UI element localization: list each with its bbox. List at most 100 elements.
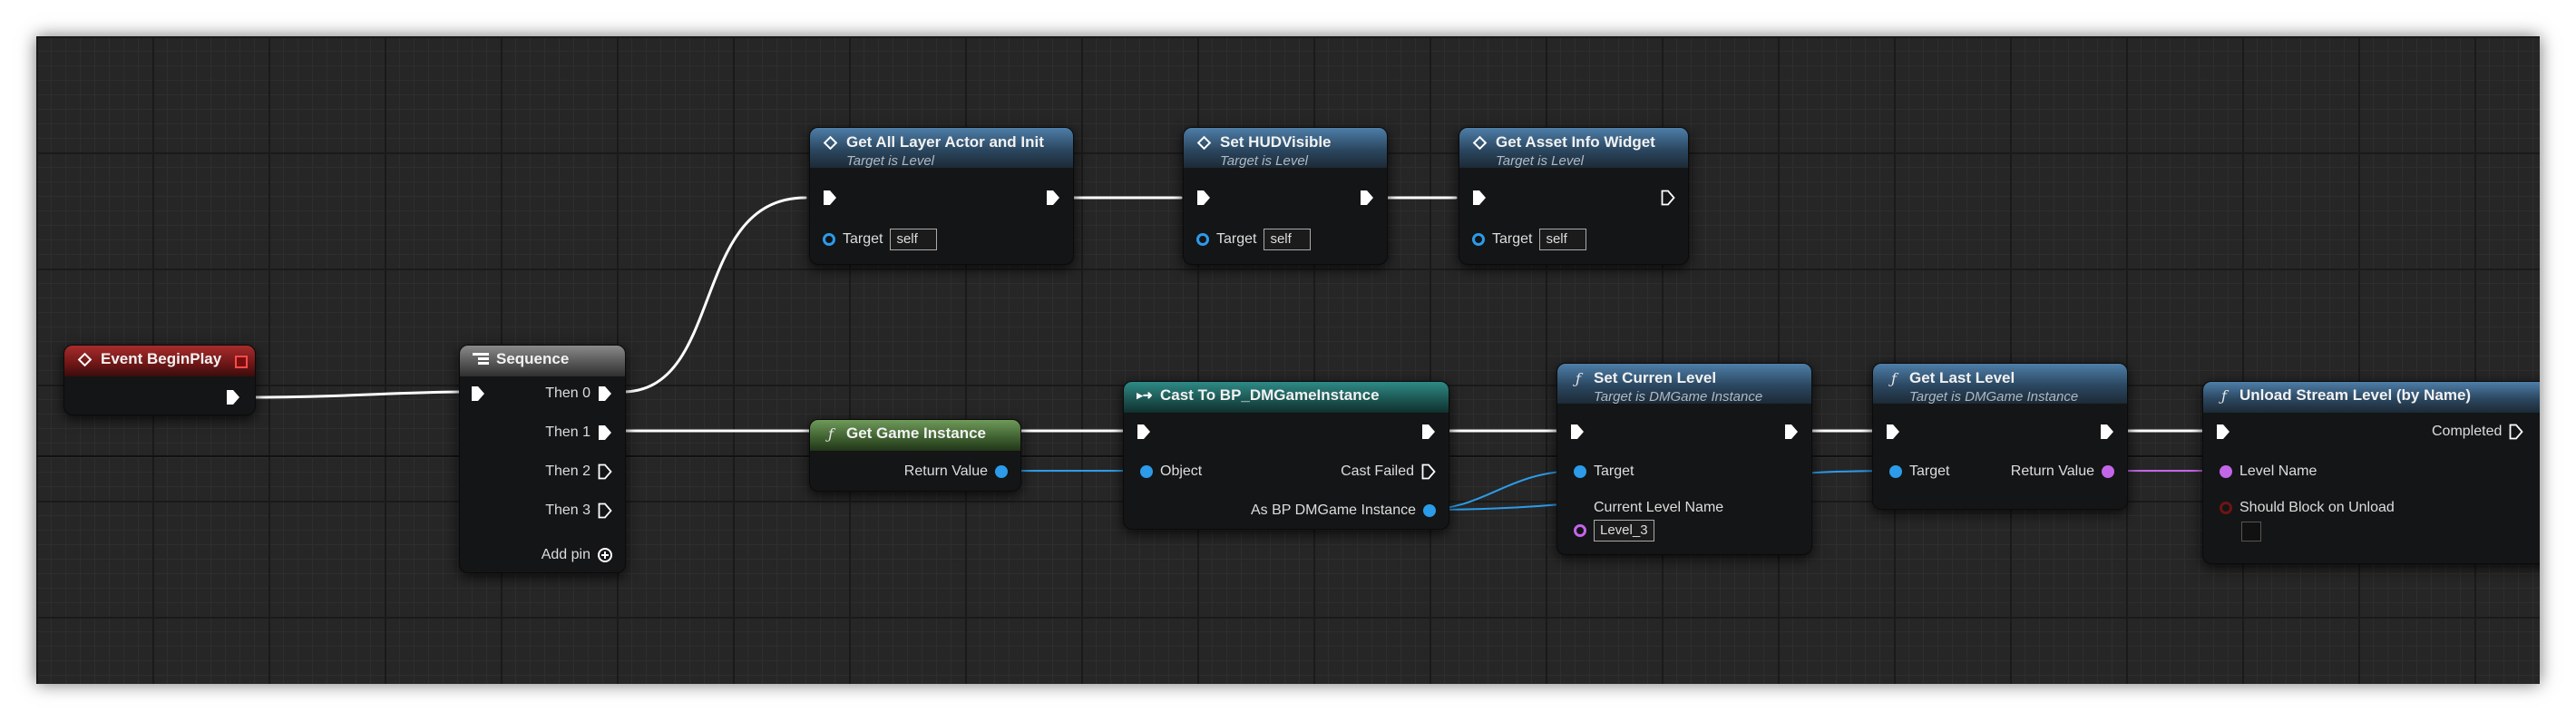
exec-pin-icon <box>1785 424 1798 439</box>
exec-pin-icon <box>2217 424 2230 439</box>
function-icon: ƒ <box>2221 386 2227 405</box>
add-icon <box>598 548 612 562</box>
target-value-field[interactable]: self <box>1264 229 1312 250</box>
function-icon: ƒ <box>1891 369 1897 387</box>
exec-pin-icon <box>1422 424 1435 439</box>
pin-label: Object <box>1160 463 1203 479</box>
exec-pin-icon <box>1473 190 1486 205</box>
node-header: ▸➜ Cast To BP_DMGameInstance <box>1124 382 1449 413</box>
pin-label: Return Value <box>2010 463 2094 479</box>
as-gameinstance-pin[interactable]: As BP DMGame Instance <box>1251 502 1436 519</box>
pin-label: Target <box>1216 231 1257 247</box>
node-header: Get Asset Info Widget Target is Level <box>1459 128 1688 169</box>
return-value-pin[interactable]: Return Value <box>904 463 1008 480</box>
current-level-name-pin[interactable]: Level_3 <box>1574 520 1654 542</box>
target-pin[interactable]: Target <box>1574 463 1634 480</box>
target-pin[interactable]: Target self <box>823 229 938 250</box>
set-hud-visible-node[interactable]: Set HUDVisible Target is Level Target se… <box>1183 127 1388 265</box>
node-subtitle: Target is Level <box>846 153 935 169</box>
exec-out-pin[interactable] <box>1784 424 1799 440</box>
object-pin-icon <box>995 465 1008 478</box>
pin-label: Completed <box>2432 424 2503 439</box>
target-pin[interactable]: Target <box>1889 463 1949 480</box>
node-title: Event BeginPlay <box>101 350 222 367</box>
exec-out-pin[interactable] <box>1661 190 1675 206</box>
cast-icon: ▸➜ <box>1137 388 1153 402</box>
then-1-pin[interactable]: Then 1 <box>545 424 612 441</box>
target-value-field[interactable]: self <box>1539 229 1587 250</box>
exec-in-pin[interactable] <box>2216 424 2230 440</box>
exec-in-pin[interactable] <box>1196 190 1211 206</box>
event-beginplay-node[interactable]: Event BeginPlay <box>63 345 256 415</box>
exec-in-pin[interactable] <box>471 385 485 402</box>
object-pin-icon <box>1196 233 1209 246</box>
blueprint-graph[interactable]: Event BeginPlay Sequence Then 0 Then 1 T… <box>36 36 2540 684</box>
node-title: Get Asset Info Widget <box>1496 133 1655 151</box>
should-block-pin[interactable]: Should Block on Unload <box>2220 500 2395 516</box>
function-icon: ƒ <box>828 424 834 443</box>
exec-pin-icon <box>824 190 836 205</box>
exec-wire-then0-getall <box>620 196 807 394</box>
return-value-pin[interactable]: Return Value <box>2011 463 2114 480</box>
function-icon: ƒ <box>1576 369 1581 387</box>
should-block-checkbox[interactable] <box>2241 522 2261 542</box>
then-2-pin[interactable]: Then 2 <box>545 463 612 480</box>
node-header: Get All Layer Actor and Init Target is L… <box>810 128 1073 169</box>
target-pin[interactable]: Target self <box>1472 229 1587 250</box>
exec-out-pin[interactable] <box>2100 424 2114 440</box>
exec-pin-outline-icon <box>1421 463 1436 480</box>
function-icon <box>1196 135 1212 150</box>
level-name-pin[interactable]: Level Name <box>2220 463 2317 480</box>
object-pin-icon <box>1574 465 1586 478</box>
node-subtitle: Target is DMGame Instance <box>1594 389 1763 405</box>
node-header: Sequence <box>460 346 625 376</box>
exec-in-pin[interactable] <box>1137 424 1151 440</box>
exec-out-pin[interactable] <box>1046 190 1060 206</box>
add-pin-button[interactable]: Add pin <box>542 547 612 563</box>
pin-label: Then 0 <box>545 385 590 401</box>
exec-in-pin[interactable] <box>1570 424 1585 440</box>
then-3-pin[interactable]: Then 3 <box>545 502 612 519</box>
function-icon <box>823 135 838 150</box>
object-pin[interactable]: Object <box>1140 463 1202 480</box>
checkbox[interactable] <box>2241 522 2261 542</box>
exec-in-pin[interactable] <box>823 190 837 206</box>
object-pin-icon <box>1889 465 1902 478</box>
current-level-name-label: Current Level Name <box>1594 500 1723 516</box>
node-header: Event BeginPlay <box>64 346 255 376</box>
node-header: Set HUDVisible Target is Level <box>1184 128 1387 169</box>
cast-to-gameinstance-node[interactable]: ▸➜ Cast To BP_DMGameInstance Object Cast … <box>1123 381 1449 530</box>
add-pin-label: Add pin <box>541 547 590 562</box>
exec-in-pin[interactable] <box>1886 424 1900 440</box>
level-name-field[interactable]: Level_3 <box>1594 520 1654 542</box>
target-value-field[interactable]: self <box>890 229 938 250</box>
exec-out-pin[interactable] <box>226 389 240 405</box>
get-asset-info-widget-node[interactable]: Get Asset Info Widget Target is Level Ta… <box>1459 127 1689 265</box>
get-all-layer-node[interactable]: Get All Layer Actor and Init Target is L… <box>809 127 1074 265</box>
exec-pin-icon <box>227 390 239 405</box>
pin-label: As BP DMGame Instance <box>1251 502 1416 518</box>
stop-icon <box>235 356 248 368</box>
node-title: Unload Stream Level (by Name) <box>2239 386 2472 404</box>
exec-in-pin[interactable] <box>1472 190 1487 206</box>
exec-pin-icon <box>1137 424 1150 439</box>
then-0-pin[interactable]: Then 0 <box>545 385 612 402</box>
object-pin-icon <box>1472 233 1485 246</box>
exec-out-pin[interactable] <box>1360 190 1374 206</box>
completed-pin[interactable]: Completed <box>2432 424 2524 440</box>
cast-failed-pin[interactable]: Cast Failed <box>1341 463 1436 480</box>
exec-pin-icon <box>1047 190 1059 205</box>
exec-pin-outline-icon <box>1661 190 1675 206</box>
target-pin[interactable]: Target self <box>1196 229 1312 250</box>
exec-pin-icon <box>1361 190 1373 205</box>
node-title: Cast To BP_DMGameInstance <box>1160 386 1380 404</box>
unload-stream-level-node[interactable]: ƒ Unload Stream Level (by Name) Completed… <box>2202 381 2540 564</box>
exec-pin-icon <box>599 386 611 401</box>
sequence-node[interactable]: Sequence Then 0 Then 1 Then 2 Then 3 Add… <box>459 345 626 573</box>
exec-out-pin[interactable] <box>1421 424 1436 440</box>
